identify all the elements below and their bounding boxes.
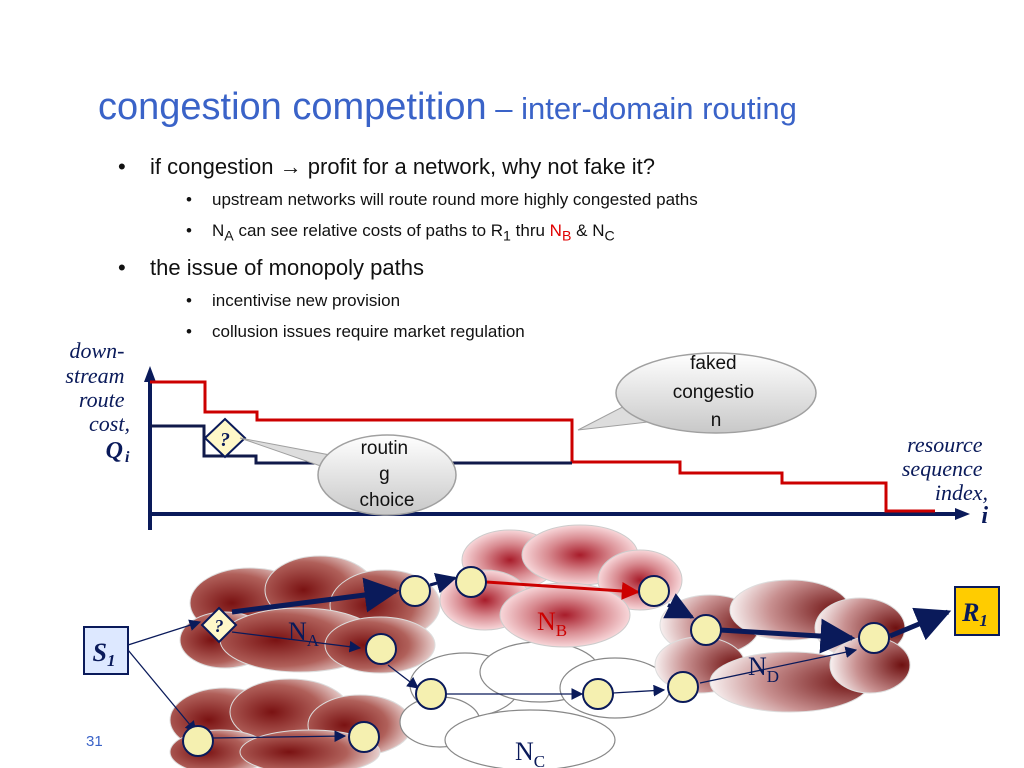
node-na-lower (365, 633, 397, 665)
label-nc: NC (515, 737, 545, 768)
bullet-list: if congestion → profit for a network, wh… (118, 154, 878, 353)
svg-text:?: ? (220, 429, 230, 451)
faked-congestion-callout: faked congestio n (577, 352, 817, 434)
node-na-out (399, 575, 431, 607)
subbullet-upstream: upstream networks will route round more … (186, 190, 878, 210)
svg-text:?: ? (215, 616, 224, 636)
cost-chart: down- stream route cost, Q i resource se… (65, 338, 988, 530)
subbullet-collusion: collusion issues require market regulati… (186, 322, 878, 342)
label-nd: ND (748, 652, 779, 686)
node-nd-out (858, 622, 890, 654)
chart-ylabel-q: Q (106, 438, 123, 464)
subbullet-incentivise: incentivise new provision (186, 291, 878, 311)
routing-choice-callout: routin g choice (239, 434, 457, 516)
slide-number: 31 (86, 733, 103, 750)
source-s1-box: S1 (83, 626, 129, 675)
right-arrow-glyph: → (279, 154, 302, 179)
svg-text:routin g choic: routin g choice (360, 438, 415, 511)
chart-ylabel: down- stream route cost, (65, 338, 130, 436)
chart-question-diamond: ? (203, 417, 247, 459)
nb-highlight: NB (549, 221, 572, 245)
node-bottom-mid (348, 721, 380, 753)
node-nc-in (415, 678, 447, 710)
network-nodes (182, 566, 890, 757)
routing-choice-cost-line (150, 424, 572, 465)
network-diagram: ? S1 R1 NA NB ND NC (83, 524, 1000, 768)
title-sub: – inter-domain routing (486, 91, 797, 126)
receiver-r1-box: R1 (954, 586, 1000, 636)
faked-congestion-cost-line (150, 380, 935, 513)
domain-bottom-left-cloud (169, 678, 413, 768)
label-na: NA (288, 617, 320, 650)
label-nb: NB (537, 607, 567, 640)
slide-title: congestion competition – inter-domain ro… (98, 86, 797, 129)
chart-ylabel-q-sub: i (125, 449, 130, 466)
network-question-diamond: ? (200, 606, 238, 644)
chart-xlabel: resource sequence index, (902, 432, 988, 505)
node-nb-out (638, 575, 670, 607)
chart-x-axis-arrow (955, 508, 970, 520)
chart-xlabel-i: i (981, 503, 988, 529)
node-nd-lower (667, 671, 699, 703)
subbullet-relative-costs: NA can see relative costs of paths to R1… (186, 221, 878, 244)
network-links (127, 572, 952, 743)
svg-text:faked congestio: faked congestio n (673, 353, 760, 431)
svg-text:R1: R1 (961, 598, 988, 630)
node-nd-in (690, 614, 722, 646)
domain-nb-cloud (439, 524, 683, 648)
title-main: congestion competition (98, 86, 487, 128)
node-nc-out (582, 678, 614, 710)
chart-y-axis-arrow (144, 366, 156, 382)
node-bottom-left (182, 725, 214, 757)
bullet-fake-congestion: if congestion → profit for a network, wh… (118, 154, 878, 180)
bullet-monopoly: the issue of monopoly paths (118, 255, 878, 281)
node-nb-in (455, 566, 487, 598)
svg-text:S1: S1 (93, 638, 116, 670)
